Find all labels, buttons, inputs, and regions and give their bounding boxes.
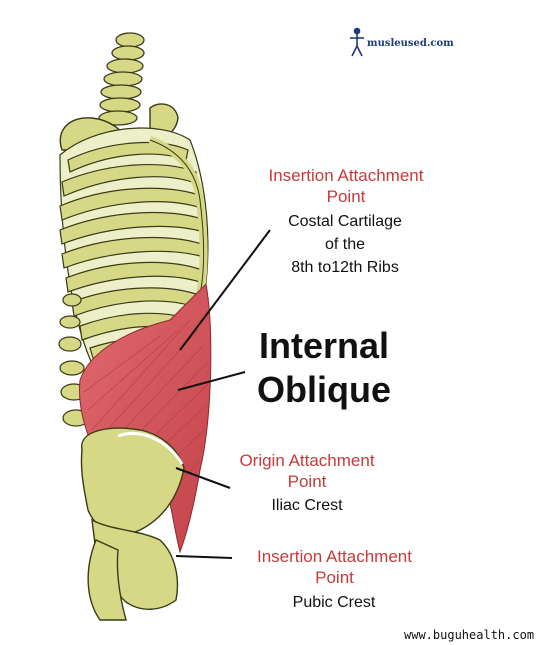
insertion-bottom-title-line2: Point <box>315 568 354 587</box>
muscle-name-line1: Internal <box>258 325 390 366</box>
iliac-crest <box>117 432 184 465</box>
insertion-top-desc: Costal Cartilage of the 8th to12th Ribs <box>260 210 430 279</box>
muscle-name: Internal Oblique <box>244 324 404 412</box>
insertion-bottom-desc: Pubic Crest <box>292 594 376 611</box>
spine <box>98 32 145 126</box>
insertion-top-desc-line2: of the <box>324 236 366 253</box>
stick-figure-icon <box>350 27 364 57</box>
insertion-top-title-line2: Point <box>326 187 366 206</box>
insertion-top-desc-line1: Costal Cartilage <box>288 213 402 230</box>
origin-title-line2: Point <box>287 472 327 491</box>
origin-desc: Iliac Crest <box>271 497 343 514</box>
insertion-bottom-title-line1: Insertion Attachment <box>257 547 412 566</box>
muscle-fibers <box>83 319 209 497</box>
insertion-top-title: Insertion Attachment Point <box>246 165 446 207</box>
insertion-top-title-line1: Insertion Attachment <box>268 166 424 185</box>
leader-lines <box>175 229 271 559</box>
muscle-name-line2: Oblique <box>257 369 391 410</box>
insertion-top-desc-line3: 8th to12th Ribs <box>291 259 399 276</box>
watermark: www.buguhealth.com <box>404 628 535 642</box>
insertion-bottom-title: Insertion Attachment Point <box>232 546 437 588</box>
pelvis <box>80 427 185 621</box>
origin-title: Origin Attachment Point <box>212 450 402 492</box>
brand-name: musleused.com <box>367 38 454 49</box>
origin-title-line1: Origin Attachment <box>239 451 375 470</box>
